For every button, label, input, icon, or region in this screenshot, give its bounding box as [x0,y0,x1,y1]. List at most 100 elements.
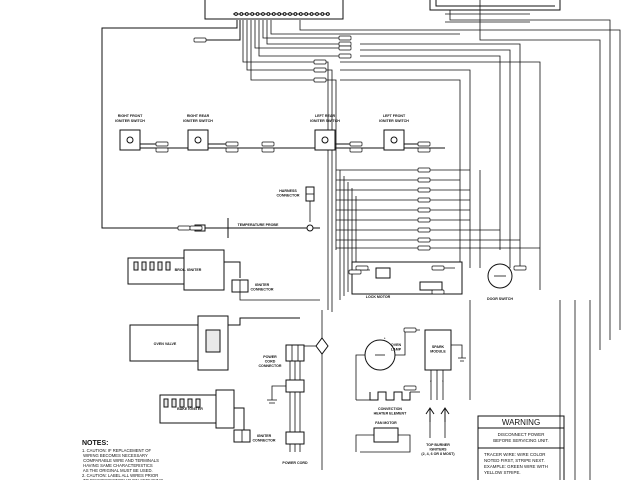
wire-tag [189,225,203,231]
wire-tag [177,225,191,231]
tracer-line-4: YELLOW STRIPE. [484,470,521,475]
notes-line: WIRING BECOMES NECESSARY [82,453,148,458]
svg-text:2: 2 [430,379,432,383]
svg-text:1: 1 [442,379,444,383]
notes-text: 1. CAUTION: IF REPLACEMENT OF WIRING BEC… [82,448,163,480]
igniter-fin [195,398,201,408]
wire-tag [417,141,431,147]
right-frame [469,300,591,480]
power-cord-connector [267,344,305,452]
tracer-line-1: TRACER WIRE: WIRE COLOR [484,452,545,457]
wire-tag [417,217,431,223]
power-cord-label: POWER CORD [282,461,308,465]
board-pin [277,12,282,16]
broil-igniter-label: BROIL IGNITER [175,268,202,272]
convection-element [356,391,420,401]
wire-tag [417,147,431,153]
notes: NOTES: 1. CAUTION: IF REPLACEMENT OF WIR… [82,440,163,480]
board-pin [261,12,265,16]
wire-tag [417,177,431,183]
board-pin [315,12,319,16]
wire-tag [403,327,417,333]
lock-motor-label: LOCK MOTOR [366,295,391,299]
wire-tags [155,35,527,391]
bake-igniter [159,389,245,430]
wire-tag [417,187,431,193]
wire-tag [403,385,417,391]
board-pin [298,12,303,16]
fan-motor [355,427,411,453]
tracer-line-2: NOTED FIRST, STRIPE NEXT. [484,458,545,463]
wire-tag [313,59,327,65]
broil-igniter [127,249,241,291]
notes-line: AS THE ORIGINAL MUST BE USED. [82,468,153,473]
notes-line: TO DISCONNECTION WHEN SERVICING [82,478,163,480]
right-upper-module [429,0,561,23]
board-pin [266,12,271,16]
wire-tag [349,147,363,153]
tracer-line-3: EXAMPLE: GREEN WIRE WITH [484,464,548,469]
wire-tag [513,265,527,271]
board-pin [271,12,276,16]
board-pin [309,12,314,16]
board-pin [234,12,238,16]
wire-tag [313,77,327,83]
wire-tag [225,141,239,147]
wire-tag [431,265,445,271]
board-pin [325,12,330,16]
igniter-fin [157,261,163,271]
wire-tag [261,147,275,153]
wire-tag [313,67,327,73]
svg-text:*: * [384,337,386,341]
wire-tag [155,147,169,153]
wire-tag [261,141,275,147]
junction-diamond [304,310,329,470]
igniter-connector-2 [233,429,251,443]
bake-igniter-label: BAKE IGNITER [177,407,203,411]
wire-tag [417,227,431,233]
wire-tag [355,265,369,271]
board-pin [304,12,309,16]
warning-box: WARNING DISCONNECT POWER BEFORE SERVICIN… [477,415,565,480]
board-pin [255,12,260,16]
door-switch-label: DOOR SWITCH [487,297,513,301]
top-burner-igniters [425,407,450,438]
wire-tag [338,45,352,51]
fan-motor-label: FAN MOTOR [375,421,397,425]
board-pin [288,12,292,16]
temperature-probe-label: TEMPERATURE PROBE [238,223,279,227]
igniter-fin [187,398,193,408]
lock-motor [351,261,463,295]
notes-heading: NOTES: [82,440,108,447]
igniter-switch-row [119,129,445,151]
notes-line: 1. CAUTION: IF REPLACEMENT OF [82,448,151,453]
igniter-fin [163,398,169,408]
harness-connector [305,186,315,232]
igniter-fin [171,398,177,408]
wire-tag [349,141,363,147]
igniter-fin [133,261,139,271]
igniter-fin [179,398,185,408]
warning-line-2: BEFORE SERVICING UNIT. [493,438,549,443]
wire-tag [348,269,362,275]
wire-tag [225,147,239,153]
oven-valve-label: OVEN VALVE [154,342,177,346]
igniter-connector-1 [231,279,320,301]
door-switch [487,263,513,289]
notes-line: HAVING SAME CHARACTERISTICS [82,463,153,468]
wire-tag [338,41,352,47]
igniter-fin [141,261,147,271]
oven-valve [129,315,300,371]
board-pin [293,12,298,16]
notes-line: 2. CAUTION: LABEL ALL WIRES PRIOR [82,473,158,478]
board-pin [239,12,244,16]
spark-module: 2 1 [424,329,466,400]
notes-line: COMPARABLE WIRE AND TERMINALS [82,458,159,463]
